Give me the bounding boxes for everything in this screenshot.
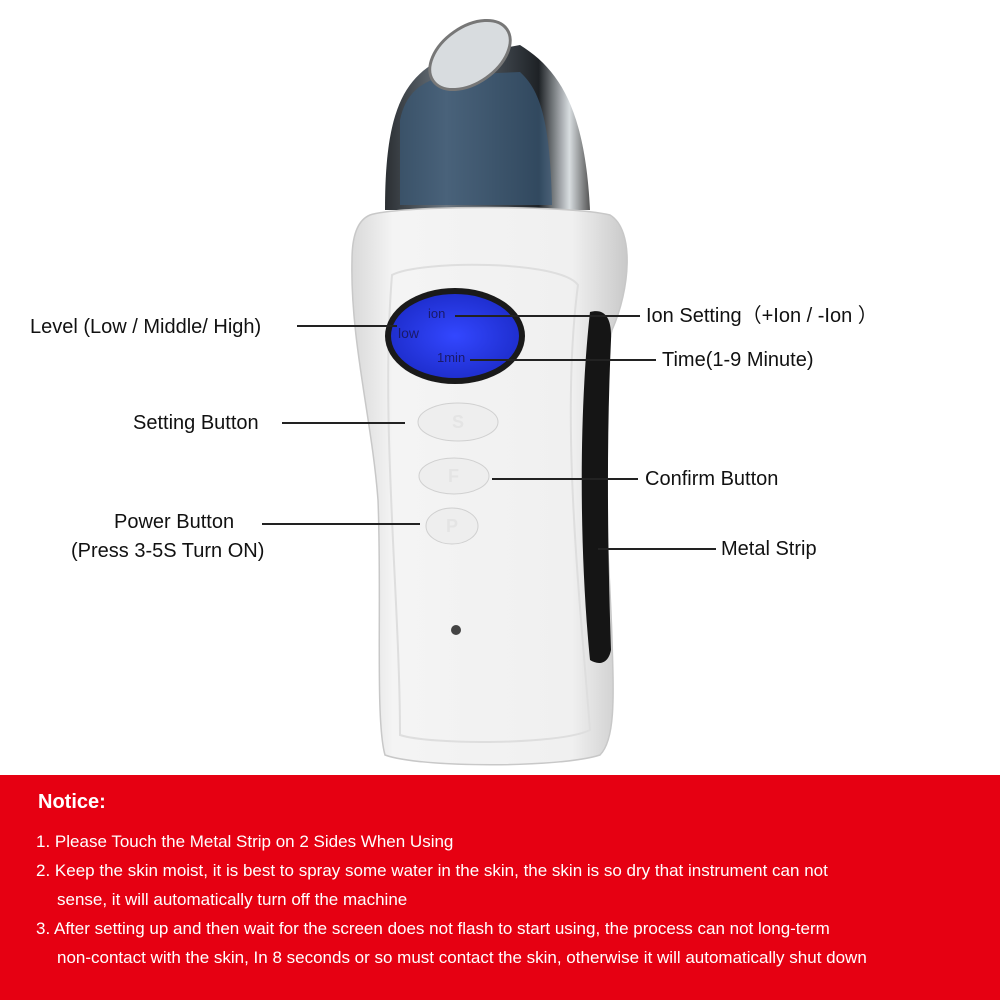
electrode-tip [428, 18, 512, 92]
notice-item-3: 3. After setting up and then wait for th… [36, 919, 830, 939]
notice-panel: Notice: 1. Please Touch the Metal Strip … [0, 775, 1000, 1000]
item-number: 2. [36, 861, 51, 880]
power-button-shape [425, 507, 479, 545]
item-text: After setting up and then wait for the s… [53, 919, 830, 938]
level-label: Level (Low / Middle/ High) [30, 316, 262, 338]
setting-callout-line [282, 422, 405, 424]
item-number: 3. [36, 919, 51, 938]
metal-strip [581, 311, 612, 663]
lcd-ion-text: ion [428, 306, 446, 321]
item-number: 1. [36, 832, 51, 851]
level-callout-line [297, 325, 397, 327]
notice-item-3-cont: non-contact with the skin, In 8 seconds … [57, 948, 867, 967]
power-button-label: Power Button [114, 511, 235, 533]
item-text: Please Touch the Metal Strip on 2 Sides … [54, 832, 454, 851]
notice-title: Notice: [38, 791, 106, 813]
time-callout-line [470, 359, 656, 361]
lcd-time-text: 1min [437, 350, 466, 365]
confirm-callout-line [492, 478, 638, 480]
lcd-level-text: low [398, 325, 420, 341]
item-text: Keep the skin moist, it is best to spray… [54, 861, 828, 880]
power-button[interactable]: P [446, 516, 459, 536]
confirm-button[interactable]: F [448, 466, 459, 486]
metal-strip-label: Metal Strip [721, 538, 817, 560]
ion-callout-line [455, 315, 640, 317]
setting-button-label: Setting Button [133, 412, 259, 434]
device-illustration [351, 18, 628, 766]
power-button-note: (Press 3-5S Turn ON) [71, 540, 265, 562]
notice-item-2: 2. Keep the skin moist, it is best to sp… [36, 861, 828, 881]
indicator-led [451, 625, 461, 635]
ion-setting-label: Ion Setting（+Ion / -Ion ） [646, 305, 878, 327]
power-callout-line [262, 523, 420, 525]
confirm-button-label: Confirm Button [645, 468, 779, 490]
metal-strip-callout-line [598, 548, 716, 550]
notice-item-2-cont: sense, it will automatically turn off th… [57, 890, 408, 909]
time-label: Time(1-9 Minute) [662, 349, 814, 371]
confirm-button-shape [418, 457, 490, 495]
setting-button[interactable]: S [452, 412, 465, 432]
notice-item-1: 1. Please Touch the Metal Strip on 2 Sid… [36, 832, 453, 852]
setting-button-shape [417, 402, 499, 442]
